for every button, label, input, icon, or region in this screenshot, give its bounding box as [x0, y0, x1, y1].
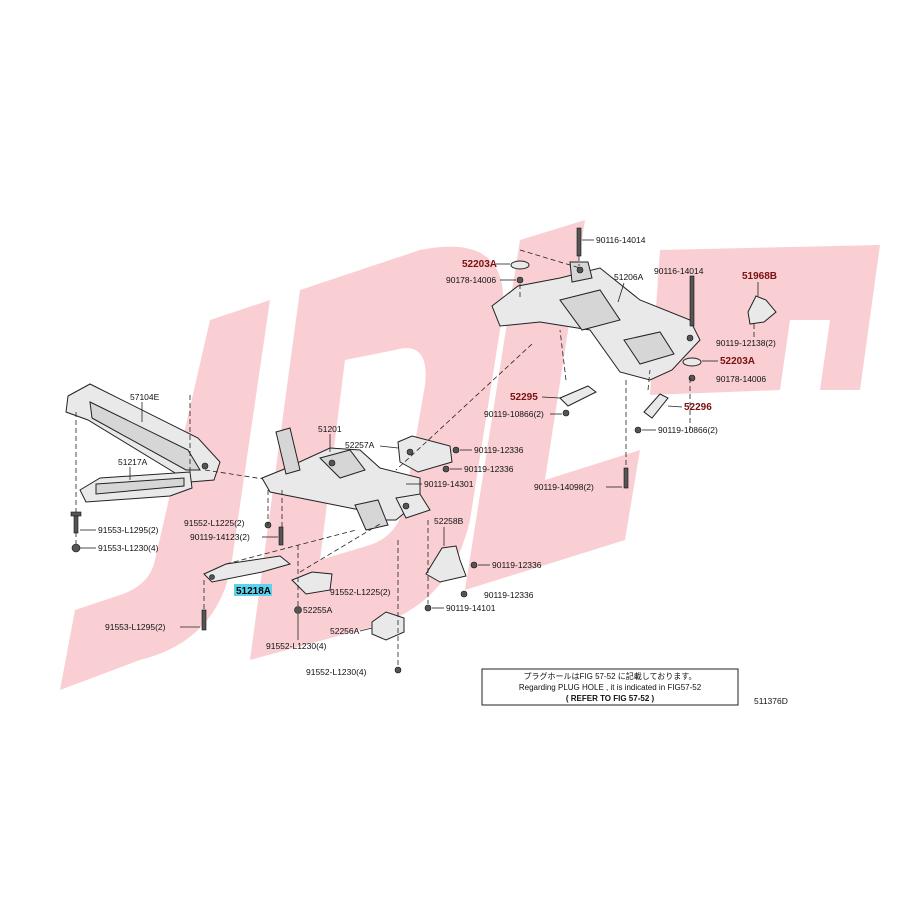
nut-icon: [634, 426, 642, 434]
stud-icon: [576, 227, 582, 257]
bolt-icon: [70, 511, 82, 517]
brace-57104E: [65, 383, 221, 483]
note-line-1: プラグホールはFIG 57-52 に記載しております。: [524, 671, 697, 681]
label-51201: 51201: [318, 424, 342, 434]
bracket-52258B: [425, 545, 467, 583]
label-91552-L1225-a: 91552-L1225(2): [184, 518, 245, 528]
bracket-52256A: [371, 611, 405, 641]
bolt-icon: [623, 467, 629, 489]
note-line-2: Regarding PLUG HOLE , it is indicated in…: [519, 683, 702, 692]
label-90119-14123: 90119-14123(2): [190, 532, 250, 542]
crossmember-51201: [261, 427, 431, 531]
label-90119-12336-a: 90119-12336: [474, 445, 524, 455]
label-90119-10866-a: 90119-10866(2): [484, 409, 544, 419]
label-90116-14014-b: 90116-14014: [654, 266, 704, 276]
label-51968B: 51968B: [742, 271, 777, 282]
bracket-52295: [559, 385, 597, 407]
label-90119-14098: 90119-14098(2): [534, 482, 594, 492]
label-90178-14006-a: 90178-14006: [446, 275, 496, 285]
label-90178-14006-b: 90178-14006: [716, 374, 766, 384]
label-51206A: 51206A: [614, 272, 644, 282]
rear-crossmember-51206A: [491, 261, 701, 381]
label-90119-12138: 90119-12138(2): [716, 338, 776, 348]
label-91552-L1225-b: 91552-L1225(2): [330, 587, 391, 597]
label-52256A: 52256A: [330, 626, 360, 636]
label-51218A-highlight: [234, 584, 272, 596]
label-91553-L1295: 91553-L1295(2): [98, 525, 159, 535]
label-91553-L1230: 91553-L1230(4): [98, 543, 159, 553]
stud-icon: [689, 275, 695, 327]
label-52258B: 52258B: [434, 516, 464, 526]
bar-51218A: [203, 555, 292, 583]
bracket-52257A: [397, 435, 453, 473]
label-91553-L1295-b: 91553-L1295(2): [105, 622, 166, 632]
note-box: [481, 668, 739, 706]
nut-icon: [424, 604, 432, 612]
label-91552-L1230-b: 91552-L1230(4): [306, 667, 367, 677]
nut-icon: [394, 666, 402, 674]
label-90119-10866-b: 90119-10866(2): [658, 425, 718, 435]
nut-icon: [562, 409, 570, 417]
label-91552-L1230-a: 91552-L1230(4): [266, 641, 327, 651]
bolt-icon: [278, 526, 284, 546]
bracket-51968B: [747, 295, 777, 325]
nut-icon: [460, 590, 468, 598]
bolt-icon: [201, 609, 207, 631]
label-90119-12336-b: 90119-12336: [464, 464, 514, 474]
nut-icon: [688, 374, 696, 382]
label-90119-12336-d: 90119-12336: [484, 590, 534, 600]
nut-icon: [516, 276, 524, 284]
label-90119-14301: 90119-14301: [424, 479, 474, 489]
label-57104E: 57104E: [130, 392, 160, 402]
cushion-icon: [682, 357, 702, 367]
nut-icon: [470, 561, 478, 569]
label-90119-14101: 90119-14101: [446, 603, 496, 613]
plate-51217A: [79, 471, 193, 503]
label-51217A: 51217A: [118, 457, 148, 467]
nut-icon: [452, 446, 460, 454]
label-51218A: 51218A: [236, 586, 271, 597]
bolt-icon: [73, 514, 79, 534]
label-52296: 52296: [684, 402, 712, 413]
label-52255A: 52255A: [303, 605, 333, 615]
nut-icon: [71, 543, 81, 553]
nut-icon: [442, 465, 450, 473]
note-line-3: ( REFER TO FIG 57-52 ): [566, 694, 655, 703]
bracket-52296: [643, 393, 669, 419]
label-52203A-b: 52203A: [720, 356, 755, 367]
label-90116-14014-a: 90116-14014: [596, 235, 646, 245]
plate-52255A: [291, 571, 333, 595]
label-52203A-a: 52203A: [462, 259, 497, 270]
nut-icon: [294, 606, 302, 614]
label-90119-12336-c: 90119-12336: [492, 560, 542, 570]
label-52257A: 52257A: [345, 440, 375, 450]
label-52295: 52295: [510, 392, 538, 403]
cushion-icon: [510, 260, 530, 270]
diagram-code: 511376D: [754, 696, 788, 706]
